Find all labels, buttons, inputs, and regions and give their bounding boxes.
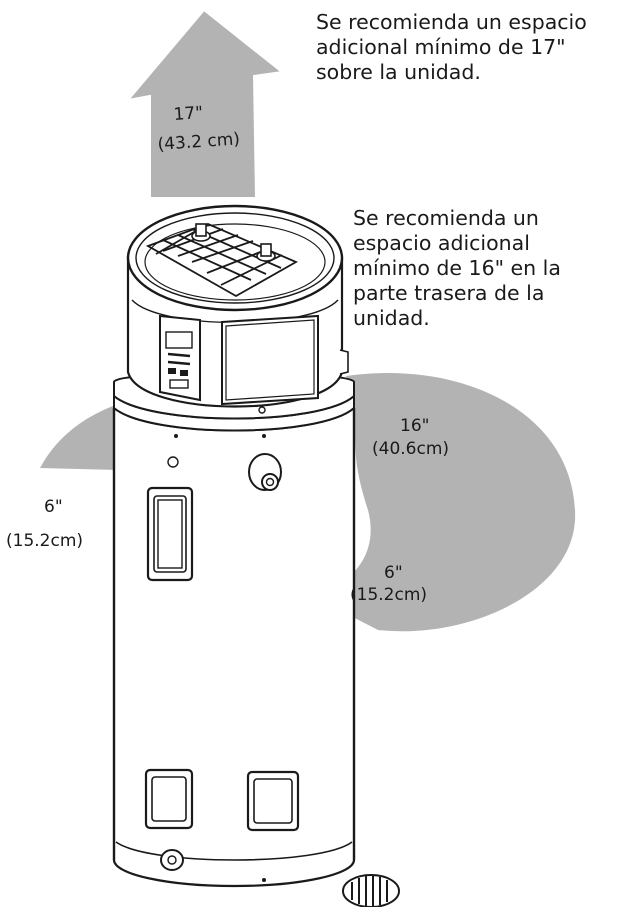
control-panel	[159, 314, 201, 402]
floor-drain-icon	[342, 874, 400, 907]
rear-clearance-note: Se recomienda un espacio adicional mínim…	[353, 206, 561, 330]
drain-valve-icon	[160, 849, 184, 871]
water-inlet-connector	[191, 223, 211, 242]
left-dimension-metric: (15.2cm)	[6, 531, 83, 551]
heat-pump-head	[126, 204, 349, 414]
left-side-clearance-zone	[40, 404, 118, 470]
lower-access-panel-left	[144, 768, 194, 830]
lower-access-panel-right	[246, 770, 300, 832]
air-filter-grille	[145, 223, 299, 298]
right-dimension-inches: 6"	[384, 563, 403, 583]
right-dimension-metric: (15.2cm)	[350, 585, 427, 605]
rear-clearance-zone	[312, 373, 576, 632]
upper-access-panel	[146, 486, 194, 582]
left-dimension-inches: 6"	[44, 497, 63, 517]
top-clearance-arrow	[125, 8, 285, 199]
rear-dimension-inches: 16"	[400, 416, 429, 436]
water-heater	[112, 204, 356, 888]
relief-valve-icon	[248, 453, 282, 491]
water-outlet-connector	[256, 243, 276, 262]
top-clearance-note: Se recomienda un espacio adicional mínim…	[316, 10, 587, 84]
top-dimension-inches: 17"	[173, 103, 204, 125]
ge-logo-icon	[167, 456, 179, 468]
side-vent	[221, 314, 319, 406]
rear-dimension-metric: (40.6cm)	[372, 439, 449, 459]
